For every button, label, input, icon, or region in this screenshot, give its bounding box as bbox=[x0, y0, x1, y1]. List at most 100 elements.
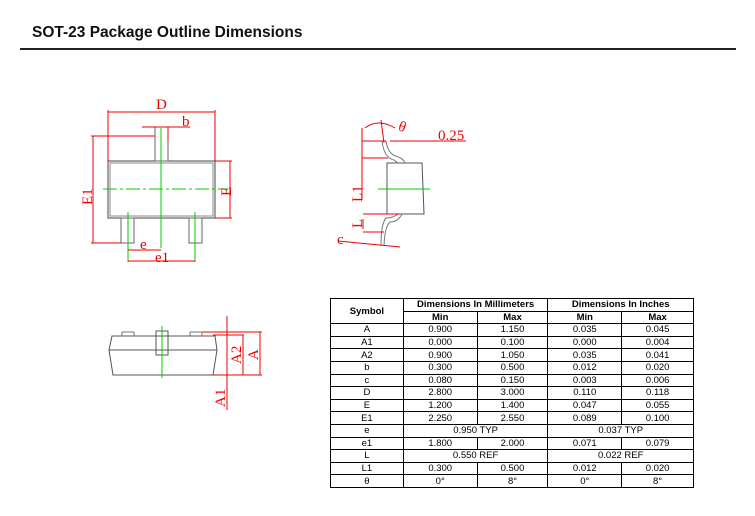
cell-in-max: 0.020 bbox=[621, 360, 694, 375]
dim-label-clearance: 0.25 bbox=[438, 128, 464, 144]
cell-mm-min: 0.900 bbox=[402, 323, 478, 337]
cell-mm-min: 2.250 bbox=[402, 411, 478, 425]
header-in-min: Min bbox=[547, 310, 623, 325]
cell-in-max: 0.041 bbox=[621, 348, 694, 362]
cell-in-max: 0.020 bbox=[621, 461, 694, 476]
cell-mm-max: 1.400 bbox=[476, 398, 549, 413]
page-title: SOT-23 Package Outline Dimensions bbox=[32, 24, 303, 41]
cell-in-min: 0.000 bbox=[547, 335, 623, 350]
cell-in-min: 0.012 bbox=[547, 461, 623, 476]
cell-mm-max: 1.150 bbox=[476, 323, 549, 337]
cell-in-max: 0.100 bbox=[621, 411, 694, 425]
cell-mm-min: 1.200 bbox=[402, 398, 478, 413]
cell-symbol: E bbox=[330, 398, 404, 413]
header-in-max: Max bbox=[621, 310, 694, 325]
cell-mm-max: 0.500 bbox=[476, 360, 549, 375]
header-symbol: Symbol bbox=[330, 297, 404, 325]
dim-label-b: b bbox=[182, 114, 190, 130]
cell-in-min: 0.035 bbox=[547, 348, 623, 362]
cell-in-max: 0.045 bbox=[621, 323, 694, 337]
dim-label-A2: A2 bbox=[229, 346, 245, 364]
cell-in-max: 0.055 bbox=[621, 398, 694, 413]
cell-symbol: b bbox=[330, 360, 404, 375]
dim-label-theta: θ bbox=[396, 119, 408, 136]
cell-mm-min: 0.080 bbox=[402, 373, 478, 388]
cell-symbol: A2 bbox=[330, 348, 404, 362]
cell-symbol: e1 bbox=[330, 436, 404, 451]
cell-mm-min: 0.300 bbox=[402, 461, 478, 476]
cell-mm-max: 0.500 bbox=[476, 461, 549, 476]
cell-in-min: 0.047 bbox=[547, 398, 623, 413]
cell-in-max: 8° bbox=[621, 474, 694, 488]
header-mm-min: Min bbox=[402, 310, 478, 325]
cell-in-min: 0° bbox=[547, 474, 623, 488]
cell-symbol: L1 bbox=[330, 461, 404, 476]
dim-label-A: A bbox=[246, 349, 262, 360]
cell-mm-min: 2.800 bbox=[402, 386, 478, 400]
cell-mm-min: 0.300 bbox=[402, 360, 478, 375]
top-view-drawing: D b E1 E e e1 bbox=[80, 97, 235, 266]
cell-in-min: 0.003 bbox=[547, 373, 623, 388]
cell-mm-max: 1.050 bbox=[476, 348, 549, 362]
cell-mm-max: 3.000 bbox=[476, 386, 549, 400]
dim-label-L1: L1 bbox=[350, 185, 366, 202]
cell-mm-min: 0° bbox=[402, 474, 478, 488]
cell-in-max: 0.004 bbox=[621, 335, 694, 350]
dim-label-A1: A1 bbox=[213, 389, 229, 407]
dim-label-E1: E1 bbox=[80, 188, 96, 205]
cell-mm-max: 2.550 bbox=[476, 411, 549, 425]
cell-symbol: L bbox=[330, 449, 404, 463]
cell-mm-max: 0.100 bbox=[476, 335, 549, 350]
header-millimeters: Dimensions In Millimeters bbox=[402, 298, 549, 312]
header-mm-max: Max bbox=[476, 310, 549, 325]
front-view-drawing: A A2 A1 bbox=[108, 316, 262, 410]
dim-label-L: L bbox=[350, 219, 366, 228]
header-inches: Dimensions In Inches bbox=[547, 298, 694, 312]
cell-in-min: 0.110 bbox=[547, 386, 623, 400]
cell-mm-max: 8° bbox=[476, 474, 549, 488]
cell-in-max: 0.118 bbox=[621, 386, 694, 400]
cell-symbol: D bbox=[330, 386, 404, 400]
cell-symbol: c bbox=[330, 373, 404, 388]
side-view-drawing: θ 0.25 L1 L c bbox=[337, 119, 466, 248]
cell-mm-min: 0.000 bbox=[402, 335, 478, 350]
cell-in-span: 0.037 TYP bbox=[547, 423, 694, 438]
cell-in-span: 0.022 REF bbox=[547, 449, 694, 463]
cell-in-min: 0.071 bbox=[547, 436, 623, 451]
dim-label-D: D bbox=[156, 97, 167, 113]
dim-label-e1: e1 bbox=[155, 250, 169, 266]
cell-symbol: e bbox=[330, 423, 404, 438]
cell-symbol: E1 bbox=[330, 411, 404, 425]
cell-mm-max: 0.150 bbox=[476, 373, 549, 388]
cell-mm-max: 2.000 bbox=[476, 436, 549, 451]
cell-symbol: A bbox=[330, 323, 404, 337]
dim-label-c: c bbox=[337, 232, 344, 248]
dimensions-table: Symbol Dimensions In Millimeters Dimensi… bbox=[330, 297, 694, 488]
title-rule bbox=[20, 48, 736, 50]
cell-in-max: 0.079 bbox=[621, 436, 694, 451]
cell-in-min: 0.089 bbox=[547, 411, 623, 425]
cell-symbol: θ bbox=[330, 474, 404, 488]
cell-mm-min: 0.900 bbox=[402, 348, 478, 362]
cell-mm-span: 0.550 REF bbox=[402, 449, 549, 463]
cell-in-min: 0.035 bbox=[547, 323, 623, 337]
cell-in-max: 0.006 bbox=[621, 373, 694, 388]
cell-mm-span: 0.950 TYP bbox=[402, 423, 549, 438]
dim-label-e: e bbox=[140, 237, 147, 253]
cell-in-min: 0.012 bbox=[547, 360, 623, 375]
cell-symbol: A1 bbox=[330, 335, 404, 350]
cell-mm-min: 1.800 bbox=[402, 436, 478, 451]
